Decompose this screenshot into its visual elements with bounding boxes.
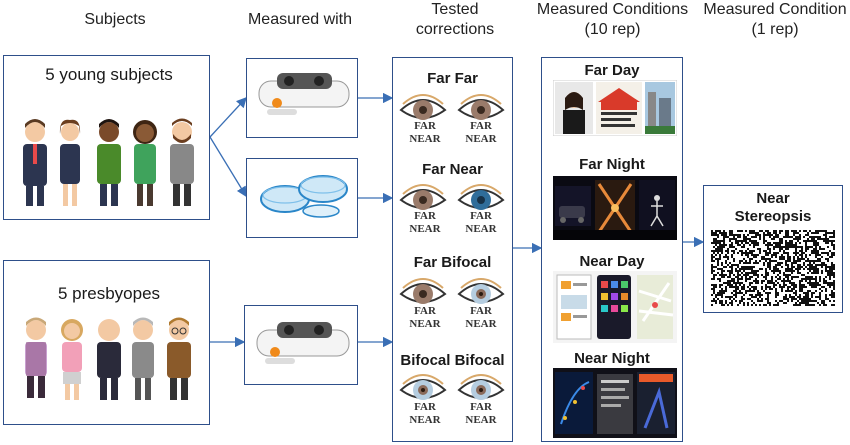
header-subjects: Subjects — [84, 11, 146, 28]
header-tested-corrections: Tested corrections — [415, 1, 495, 38]
condition-title: Near Day — [579, 253, 645, 270]
measured-conditions-box: Far Day Far Night Near Day — [541, 57, 683, 442]
far-day-scene-image — [553, 80, 677, 136]
header-measured-condition: Measured Condition (1 rep) — [703, 1, 847, 38]
header-measured-conditions: Measured Conditions (10 rep) — [536, 1, 689, 38]
eye-label-far: FAR — [470, 120, 492, 132]
near-night-screens-image — [553, 368, 677, 438]
tested-corrections-box: Far Far FAR NEAR FAR NEAR Far Near FAR N… — [392, 57, 513, 442]
condition-title: Near Night — [574, 350, 650, 367]
visual-simulator-device-icon — [258, 73, 350, 115]
visual-simulator-device-icon — [256, 322, 350, 364]
eye-label-far: FAR — [414, 401, 436, 413]
far-night-scene-image — [553, 176, 677, 240]
correction-title: Far Far — [427, 70, 478, 87]
condition-title: Far Day — [584, 62, 640, 79]
eye-label-far: FAR — [414, 210, 436, 222]
random-dot-stereogram-image — [711, 230, 835, 306]
measurement-device-box-2 — [244, 305, 358, 385]
header-measured-with: Measured with — [247, 11, 353, 28]
presbyopes-label: 5 presbyopes — [57, 284, 161, 303]
near-stereopsis-box: Near Stereopsis — [703, 185, 843, 313]
eye-pair-icon — [399, 278, 505, 304]
correction-title: Far Near — [422, 161, 483, 178]
eye-label-far: FAR — [470, 210, 492, 222]
eye-pair-icon — [399, 374, 505, 400]
eye-label-far: FAR — [470, 401, 492, 413]
presbyope-people-illustration — [25, 317, 191, 400]
eye-label-far: FAR — [414, 305, 436, 317]
contact-lenses-icon — [260, 175, 348, 218]
eye-label-near: NEAR — [409, 414, 441, 426]
eye-label-near: NEAR — [409, 133, 441, 145]
young-subjects-box: 5 young subjects — [3, 55, 210, 220]
eye-pair-icon — [399, 94, 505, 120]
eye-label-far: FAR — [414, 120, 436, 132]
young-people-illustration — [23, 118, 194, 206]
eye-label-far: FAR — [470, 305, 492, 317]
condition-title: Far Night — [579, 156, 645, 173]
contact-lens-box — [246, 158, 358, 238]
final-condition-title: Near Stereopsis — [734, 190, 812, 225]
young-subjects-label: 5 young subjects — [45, 65, 173, 84]
eye-label-near: NEAR — [465, 414, 497, 426]
measurement-device-box-1 — [246, 58, 358, 138]
correction-title: Bifocal Bifocal — [400, 352, 505, 369]
eye-label-near: NEAR — [409, 318, 441, 330]
presbyopes-box: 5 presbyopes — [3, 260, 210, 425]
correction-title: Far Bifocal — [413, 254, 492, 271]
eye-label-near: NEAR — [465, 133, 497, 145]
eye-pair-icon — [399, 184, 505, 210]
eye-label-near: NEAR — [409, 223, 441, 235]
eye-label-near: NEAR — [465, 223, 497, 235]
eye-label-near: NEAR — [465, 318, 497, 330]
near-day-screens-image — [553, 271, 677, 343]
